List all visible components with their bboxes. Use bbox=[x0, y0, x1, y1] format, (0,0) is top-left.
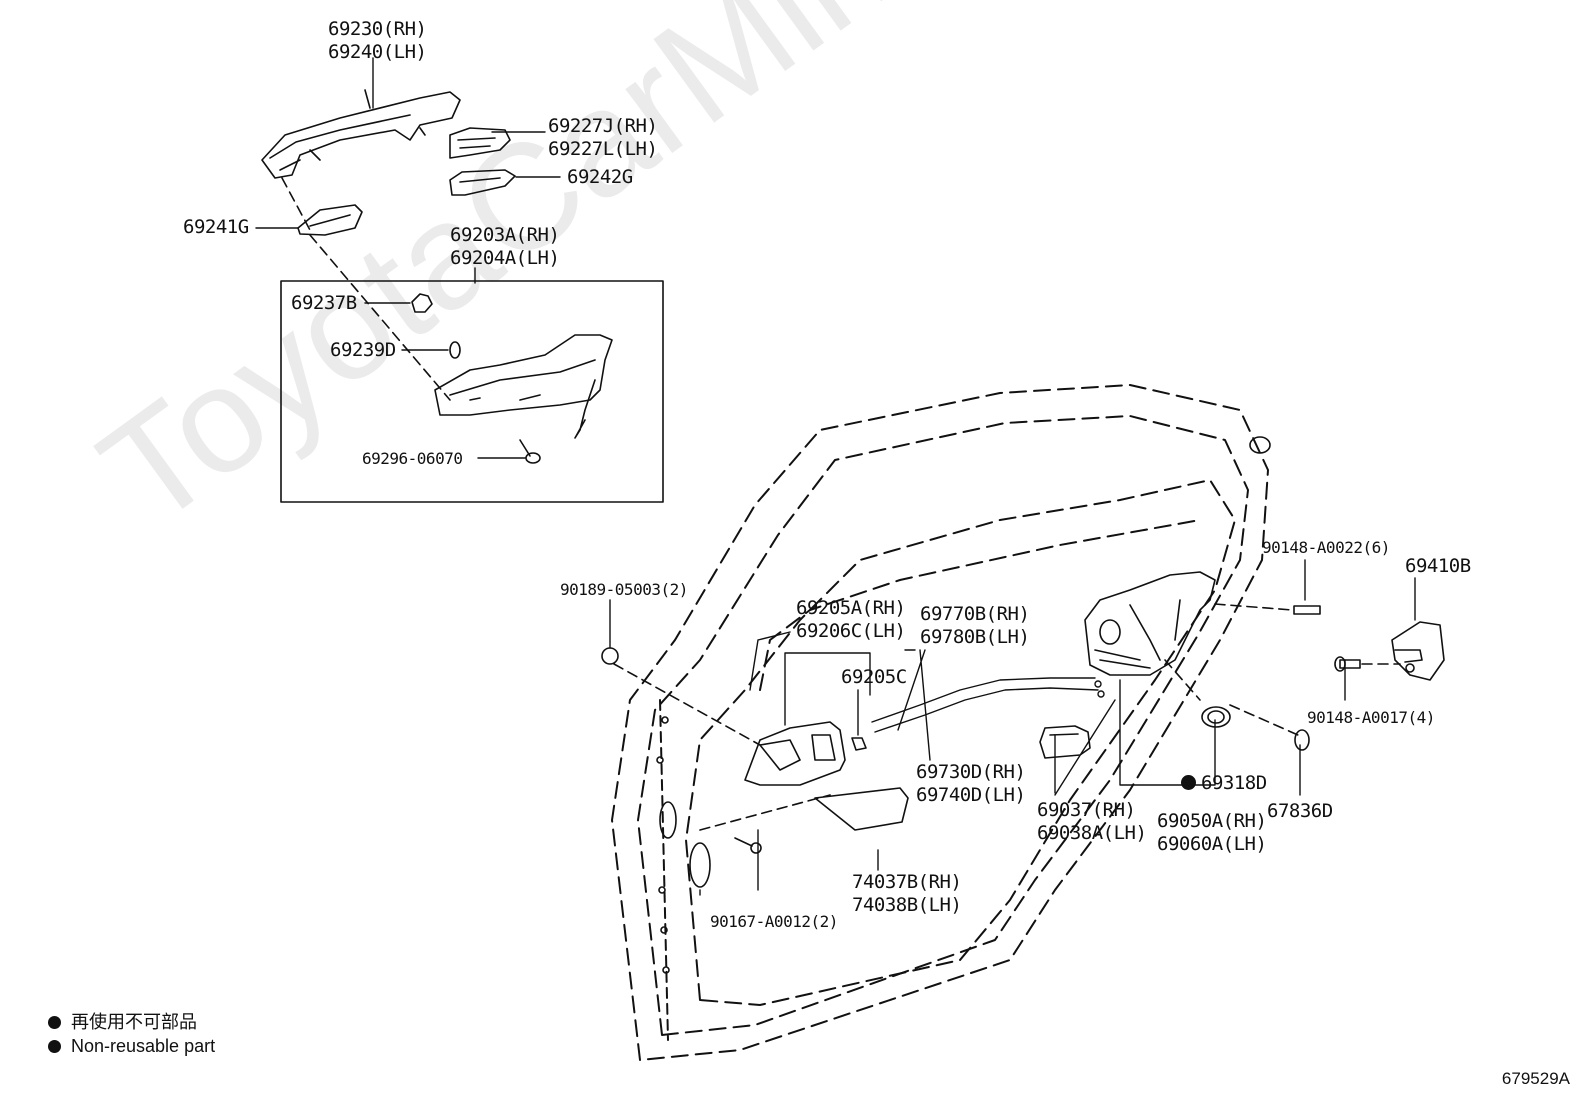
part-number: 69242G bbox=[567, 166, 633, 188]
part-number: 69038A(LH) bbox=[1037, 822, 1147, 844]
part-number: 69227J(RH) bbox=[548, 115, 658, 137]
cables bbox=[871, 677, 1105, 733]
part-number: 69318D bbox=[1201, 772, 1267, 794]
part-number: 69410B bbox=[1405, 555, 1471, 577]
legend-japanese: 再使用不可部品 bbox=[48, 1008, 197, 1034]
legend-english: Non-reusable part bbox=[48, 1036, 215, 1057]
seal-ring-shape bbox=[1201, 706, 1231, 728]
non-reusable-marker-icon bbox=[48, 1016, 61, 1029]
part-number: 69239D bbox=[330, 339, 396, 361]
part-number: 69237B bbox=[291, 292, 357, 314]
guide-lines-mid bbox=[613, 603, 1401, 831]
label-69296: 69296-06070 bbox=[362, 449, 463, 469]
part-number: 90148-A0017(4) bbox=[1307, 708, 1435, 727]
tapping-screw-shape bbox=[734, 837, 762, 854]
part-number: 69050A(RH) bbox=[1157, 810, 1267, 832]
legend-text: Non-reusable part bbox=[71, 1036, 216, 1056]
label-69242: 69242G bbox=[567, 166, 633, 189]
part-number: 69205A(RH) bbox=[796, 597, 906, 619]
non-reusable-marker-icon bbox=[1181, 775, 1196, 790]
handle-frame-box bbox=[280, 280, 664, 503]
label-69037: 69037(RH) 69038A(LH) bbox=[1037, 799, 1147, 845]
label-90148b: 90148-A0017(4) bbox=[1307, 708, 1435, 728]
part-number: 69240(LH) bbox=[328, 41, 427, 63]
frame-holes bbox=[656, 436, 1271, 974]
part-number: 69780B(LH) bbox=[920, 626, 1030, 648]
part-number: 69227L(LH) bbox=[548, 138, 658, 160]
outside-handle-shape bbox=[261, 89, 461, 179]
part-number: 74037B(RH) bbox=[852, 871, 962, 893]
label-67836: 67836D bbox=[1267, 800, 1333, 823]
leader-lines bbox=[255, 57, 1416, 896]
label-69203: 69203A(RH) 69204A(LH) bbox=[450, 224, 560, 270]
guide-lines-top bbox=[281, 127, 451, 401]
part-number: 69740D(LH) bbox=[916, 784, 1026, 806]
label-69205a: 69205A(RH) 69206C(LH) bbox=[796, 597, 906, 643]
part-number: 69730D(RH) bbox=[916, 761, 1026, 783]
legend-text: 再使用不可部品 bbox=[71, 1012, 197, 1032]
part-number: 69037(RH) bbox=[1037, 799, 1136, 821]
label-69239: 69239D bbox=[330, 339, 396, 362]
label-69241: 69241G bbox=[183, 216, 249, 239]
part-number: 74038B(LH) bbox=[852, 894, 962, 916]
key-cylinder-cap-shape bbox=[449, 127, 511, 159]
pad-shape bbox=[449, 341, 461, 359]
label-69227: 69227J(RH) 69227L(LH) bbox=[548, 115, 658, 161]
label-69050: 69050A(RH) 69060A(LH) bbox=[1157, 810, 1267, 856]
part-number: 90189-05003(2) bbox=[560, 580, 688, 599]
inside-handle-shape bbox=[744, 721, 846, 786]
diagram-id: 679529A bbox=[1501, 1069, 1570, 1088]
part-number: 90167-A0012(2) bbox=[710, 912, 838, 931]
part-number: 69241G bbox=[183, 216, 249, 238]
part-number: 69060A(LH) bbox=[1157, 833, 1267, 855]
label-69237: 69237B bbox=[291, 292, 357, 315]
cable-clip-shape bbox=[851, 737, 867, 751]
part-number: 67836D bbox=[1267, 800, 1333, 822]
handle-pad-rear-shape bbox=[297, 204, 363, 236]
non-reusable-marker-icon bbox=[48, 1040, 61, 1053]
part-number: 69296-06070 bbox=[362, 449, 463, 468]
bolt-shapes bbox=[1293, 605, 1361, 672]
screw-shape bbox=[519, 439, 541, 464]
label-69230: 69230(RH) 69240(LH) bbox=[328, 18, 427, 64]
handle-frame-shape bbox=[434, 334, 613, 439]
label-69205c: 69205C bbox=[841, 666, 907, 689]
label-90148a: 90148-A0022(6) bbox=[1262, 538, 1390, 558]
part-number: 69206C(LH) bbox=[796, 620, 906, 642]
part-number: 69770B(RH) bbox=[920, 603, 1030, 625]
door-lock-assembly-shape bbox=[1084, 571, 1216, 676]
label-90167: 90167-A0012(2) bbox=[710, 912, 838, 932]
clip-shape bbox=[411, 293, 433, 313]
label-69318: 69318D bbox=[1181, 772, 1267, 795]
label-69770: 69770B(RH) 69780B(LH) bbox=[920, 603, 1030, 649]
label-69730: 69730D(RH) 69740D(LH) bbox=[916, 761, 1026, 807]
label-69410: 69410B bbox=[1405, 555, 1471, 578]
striker-shape bbox=[1391, 621, 1445, 681]
lock-actuator-shape bbox=[1039, 725, 1091, 759]
part-number: 69205C bbox=[841, 666, 907, 688]
label-90189: 90189-05003(2) bbox=[560, 580, 688, 600]
label-74037: 74037B(RH) 74038B(LH) bbox=[852, 871, 962, 917]
part-number: 69203A(RH) bbox=[450, 224, 560, 246]
handle-pad-shape bbox=[449, 169, 516, 196]
plug-shape bbox=[601, 647, 619, 665]
part-number: 69230(RH) bbox=[328, 18, 427, 40]
door-frame bbox=[611, 384, 1269, 1061]
gasket-shape bbox=[1294, 729, 1310, 751]
part-number: 69204A(LH) bbox=[450, 247, 560, 269]
inside-handle-pad-shape bbox=[814, 787, 909, 831]
part-number: 90148-A0022(6) bbox=[1262, 538, 1390, 557]
